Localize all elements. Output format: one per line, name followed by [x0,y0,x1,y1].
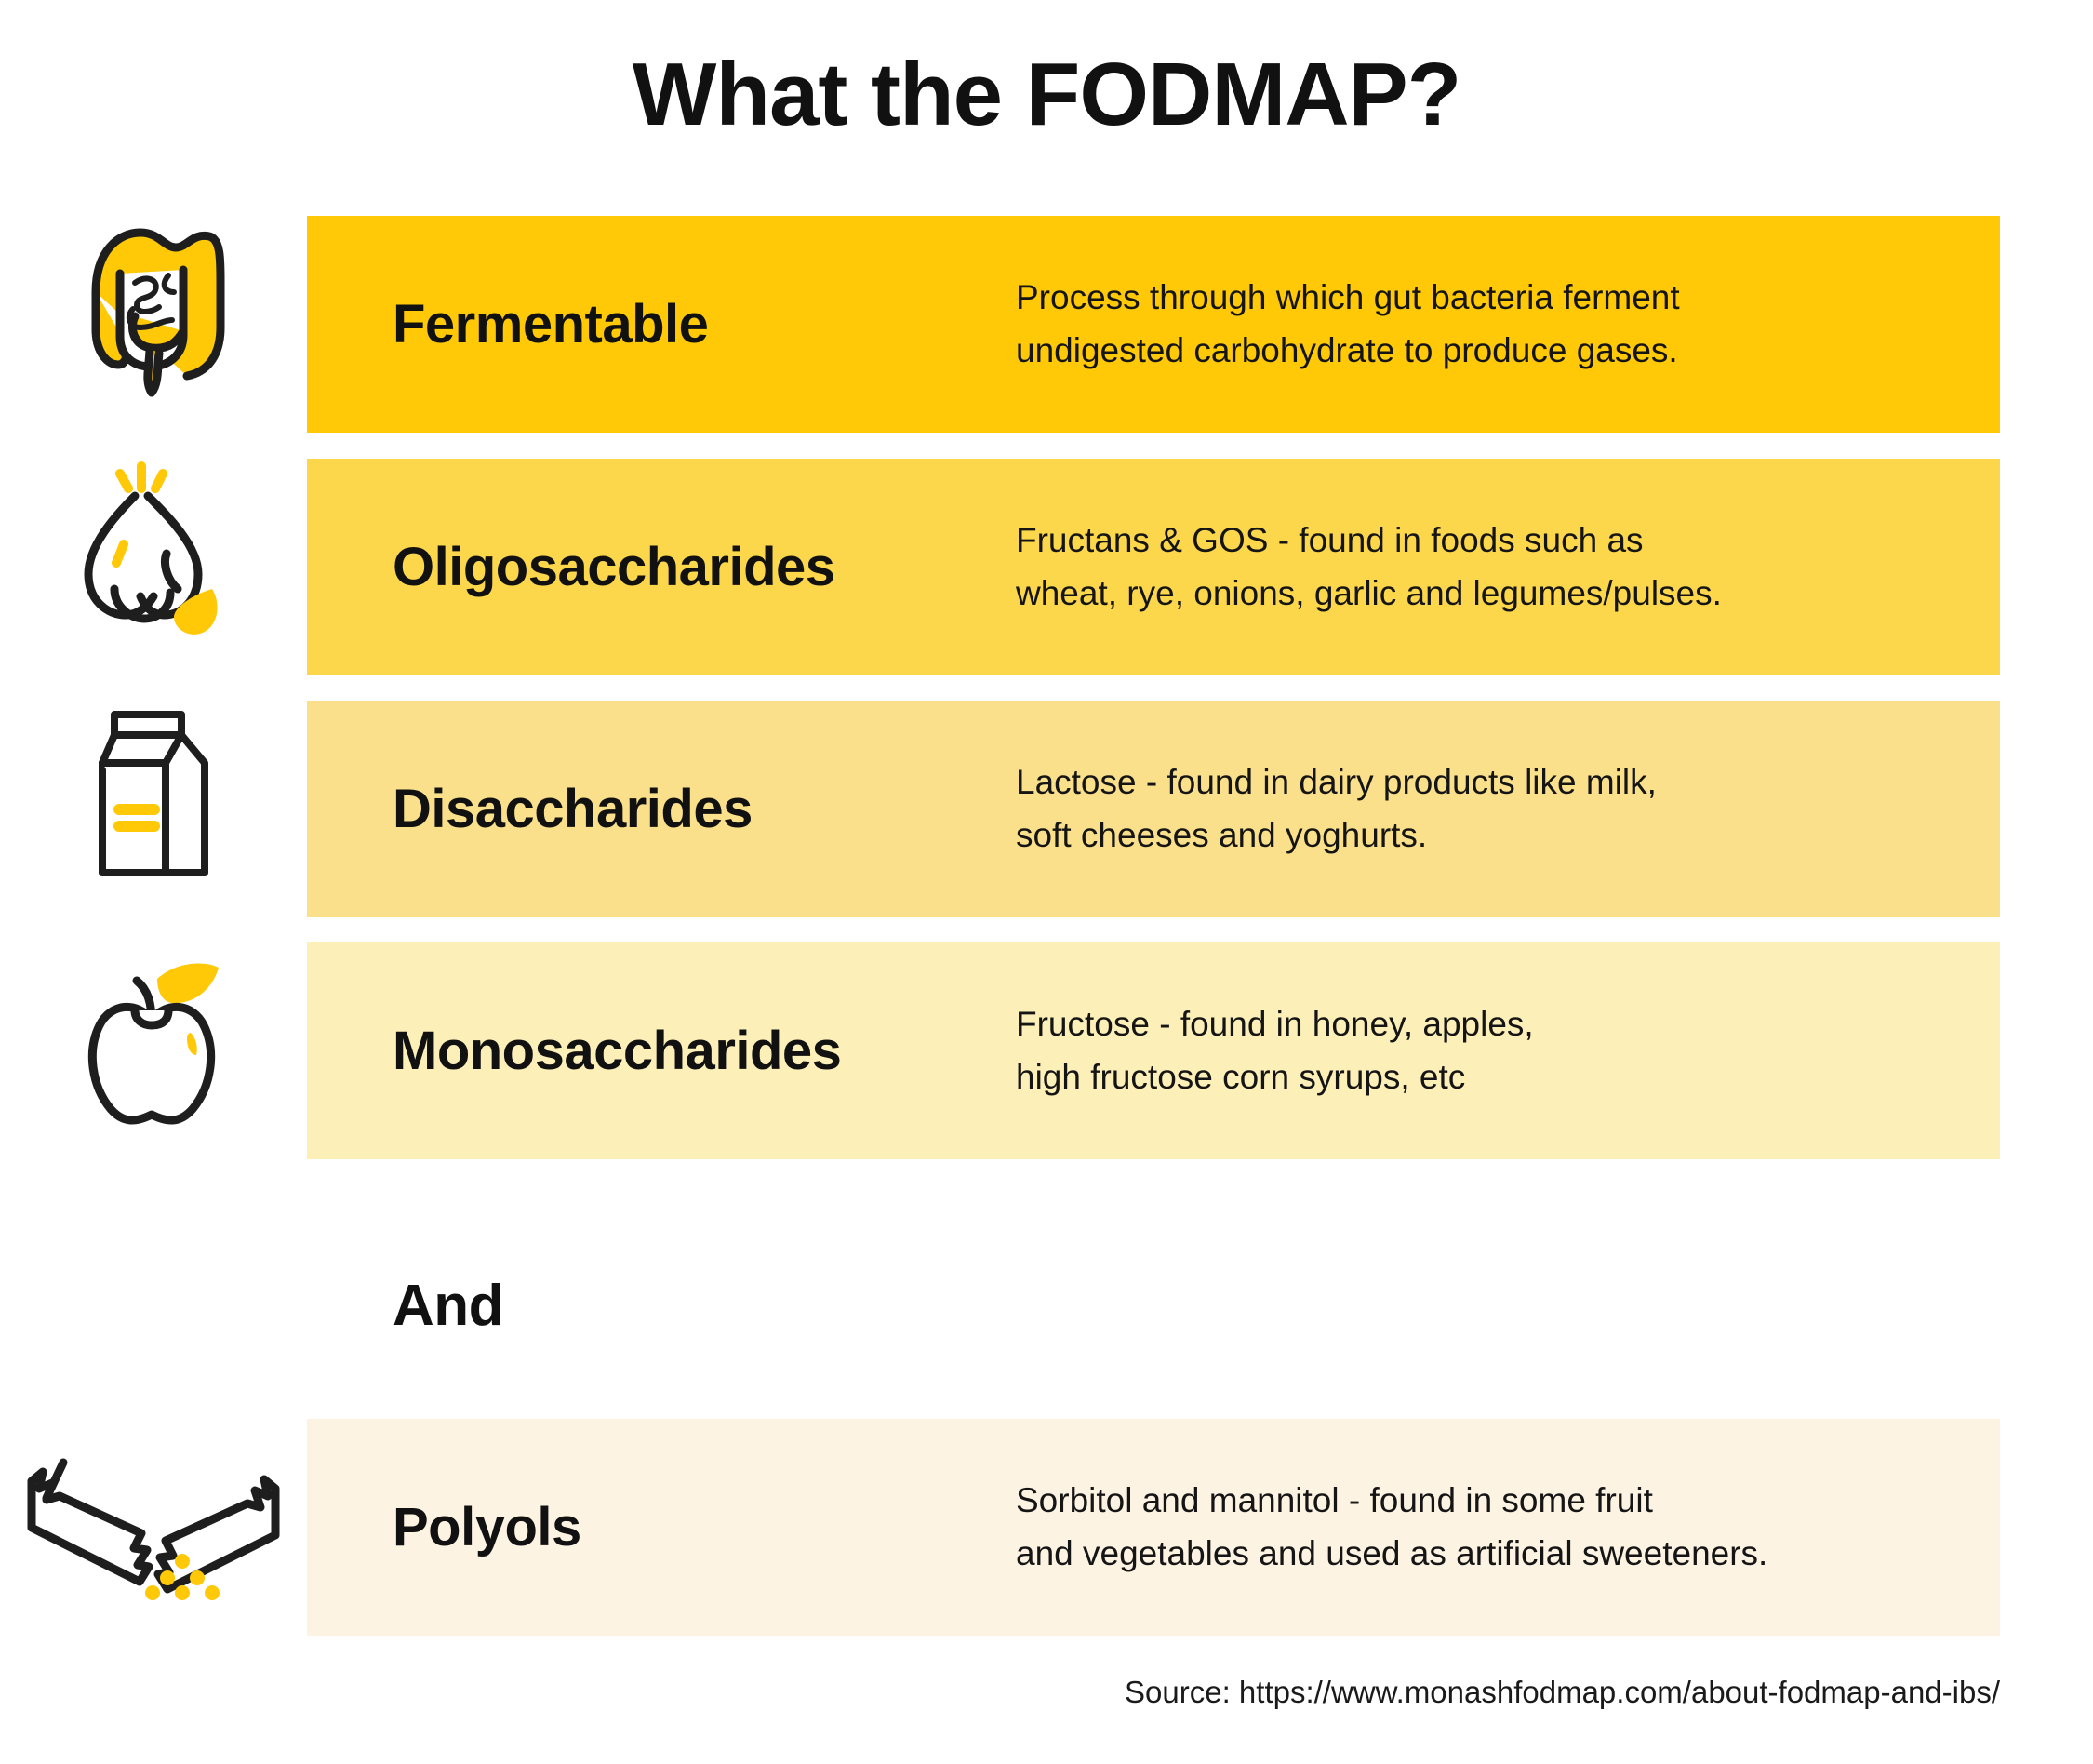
intestine-icon [0,216,307,402]
garlic-icon [0,459,307,645]
row-description-line: undigested carbohydrate to produce gases… [1016,330,1678,369]
row-description-line: soft cheeses and yoghurts. [1016,815,1428,854]
row-polyols: Polyols Sorbitol and mannitol - found in… [307,1419,2000,1636]
row-label: Fermentable [393,294,709,354]
row-description: Process through which gut bacteria ferme… [1016,272,1937,376]
row-monosaccharides: Monosaccharides Fructose - found in hone… [307,942,2000,1159]
row-description-line: Lactose - found in dairy products like m… [1016,763,1657,802]
milk-carton-icon [0,701,307,887]
row-description: Fructans & GOS - found in foods such as … [1016,514,1937,619]
row-label: Disaccharides [393,779,753,839]
row-description-line: Fructose - found in honey, apples, [1016,1005,1534,1044]
row-label: Polyols [393,1497,581,1557]
row-description: Lactose - found in dairy products like m… [1016,756,1937,861]
row-fermentable: Fermentable Process through which gut ba… [307,216,2000,433]
row-description-line: Fructans & GOS - found in foods such as [1016,521,1644,560]
row-disaccharides: Disaccharides Lactose - found in dairy p… [307,701,2000,917]
page-title: What the FODMAP? [632,45,1462,144]
row-description: Sorbitol and mannitol - found in some fr… [1016,1475,1937,1579]
row-description-line: and vegetables and used as artificial sw… [1016,1533,1768,1572]
row-description-line: high fructose corn syrups, etc [1016,1057,1466,1096]
apple-icon [0,942,307,1133]
row-description: Fructose - found in honey, apples, high … [1016,998,1937,1102]
row-label: Oligosaccharides [393,537,835,597]
row-description-line: Process through which gut bacteria ferme… [1016,278,1680,317]
row-oligosaccharides: Oligosaccharides Fructans & GOS - found … [307,459,2000,675]
row-label: Monosaccharides [393,1021,842,1081]
and-connector-label: And [393,1274,504,1338]
source-attribution: Source: https://www.monashfodmap.com/abo… [1125,1675,2000,1709]
row-description-line: wheat, rye, onions, garlic and legumes/p… [1016,573,1722,612]
row-description-line: Sorbitol and mannitol - found in some fr… [1016,1481,1653,1520]
sweetener-packets-icon [0,1447,307,1605]
